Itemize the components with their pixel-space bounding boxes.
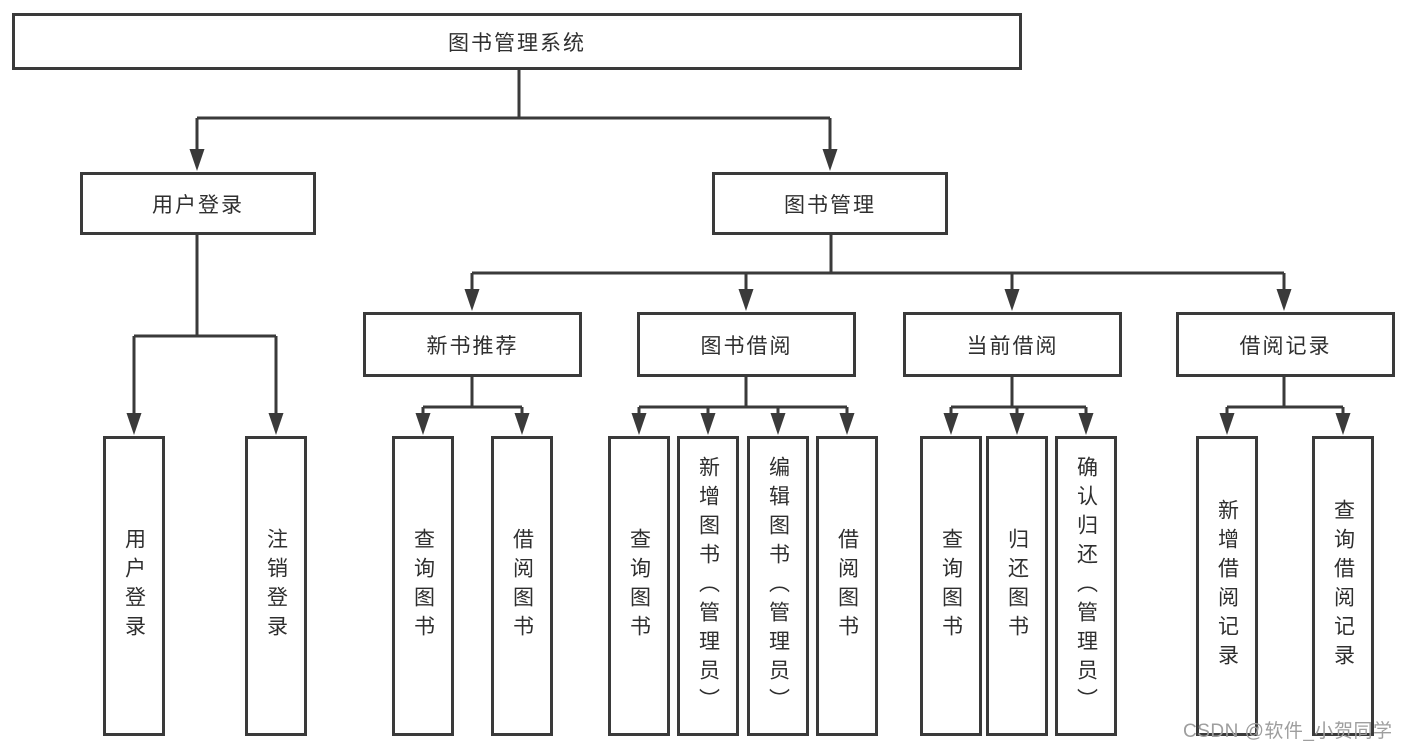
leaf-user-login: 用户登录	[103, 436, 165, 736]
node-user-login: 用户登录	[80, 172, 316, 235]
leaf-borrow-book-rec: 借阅图书	[491, 436, 553, 736]
leaf-confirm-return-admin: 确认归还（管理员）	[1055, 436, 1117, 736]
leaf-add-borrow-record: 新增借阅记录	[1196, 436, 1258, 736]
node-root: 图书管理系统	[12, 13, 1022, 70]
node-book-management: 图书管理	[712, 172, 948, 235]
leaf-edit-book-admin: 编辑图书（管理员）	[747, 436, 809, 736]
leaf-borrow-book: 借阅图书	[816, 436, 878, 736]
leaf-return-book: 归还图书	[986, 436, 1048, 736]
node-book-borrow: 图书借阅	[637, 312, 856, 377]
leaf-query-book-rec: 查询图书	[392, 436, 454, 736]
leaf-query-book-borrow: 查询图书	[608, 436, 670, 736]
node-borrow-record: 借阅记录	[1176, 312, 1395, 377]
node-current-borrow: 当前借阅	[903, 312, 1122, 377]
leaf-add-book-admin: 新增图书（管理员）	[677, 436, 739, 736]
node-new-book-recommend: 新书推荐	[363, 312, 582, 377]
leaf-query-book-current: 查询图书	[920, 436, 982, 736]
leaf-logout: 注销登录	[245, 436, 307, 736]
leaf-query-borrow-record: 查询借阅记录	[1312, 436, 1374, 736]
watermark: CSDN @软件_小贺同学	[1183, 721, 1393, 742]
